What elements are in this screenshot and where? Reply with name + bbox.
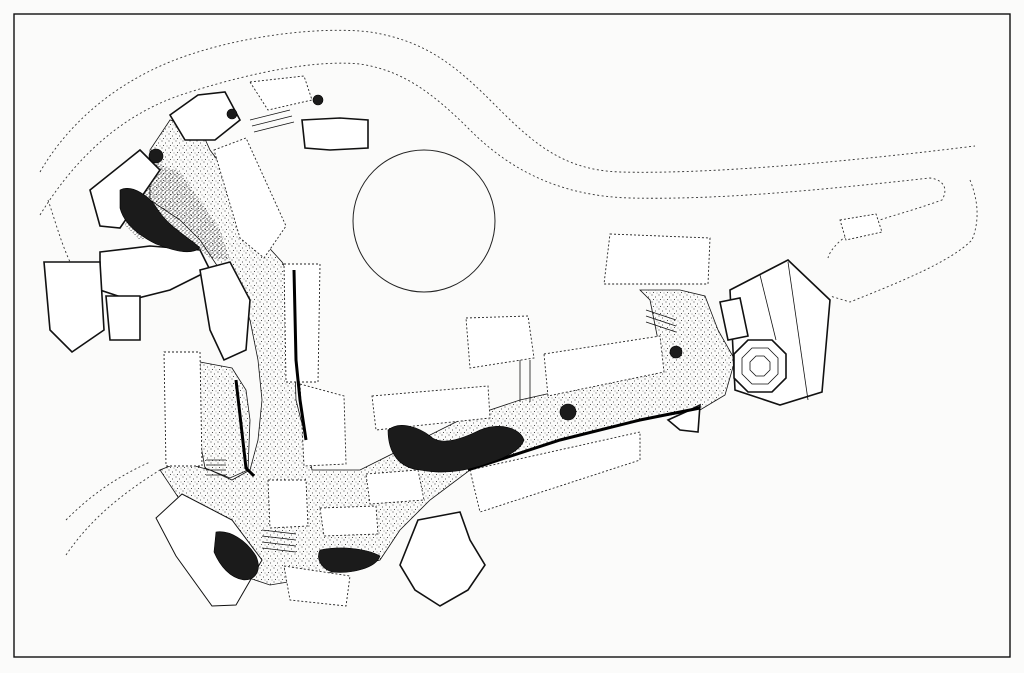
access-road <box>39 29 978 556</box>
border-frame <box>13 13 1011 658</box>
terrace-walls <box>234 269 701 478</box>
octagonal-pavilion <box>733 261 809 401</box>
central-plaza-circle <box>352 149 496 293</box>
planting-clusters <box>119 94 683 581</box>
dashed-outline-buildings <box>163 75 883 607</box>
stairs <box>206 109 677 553</box>
